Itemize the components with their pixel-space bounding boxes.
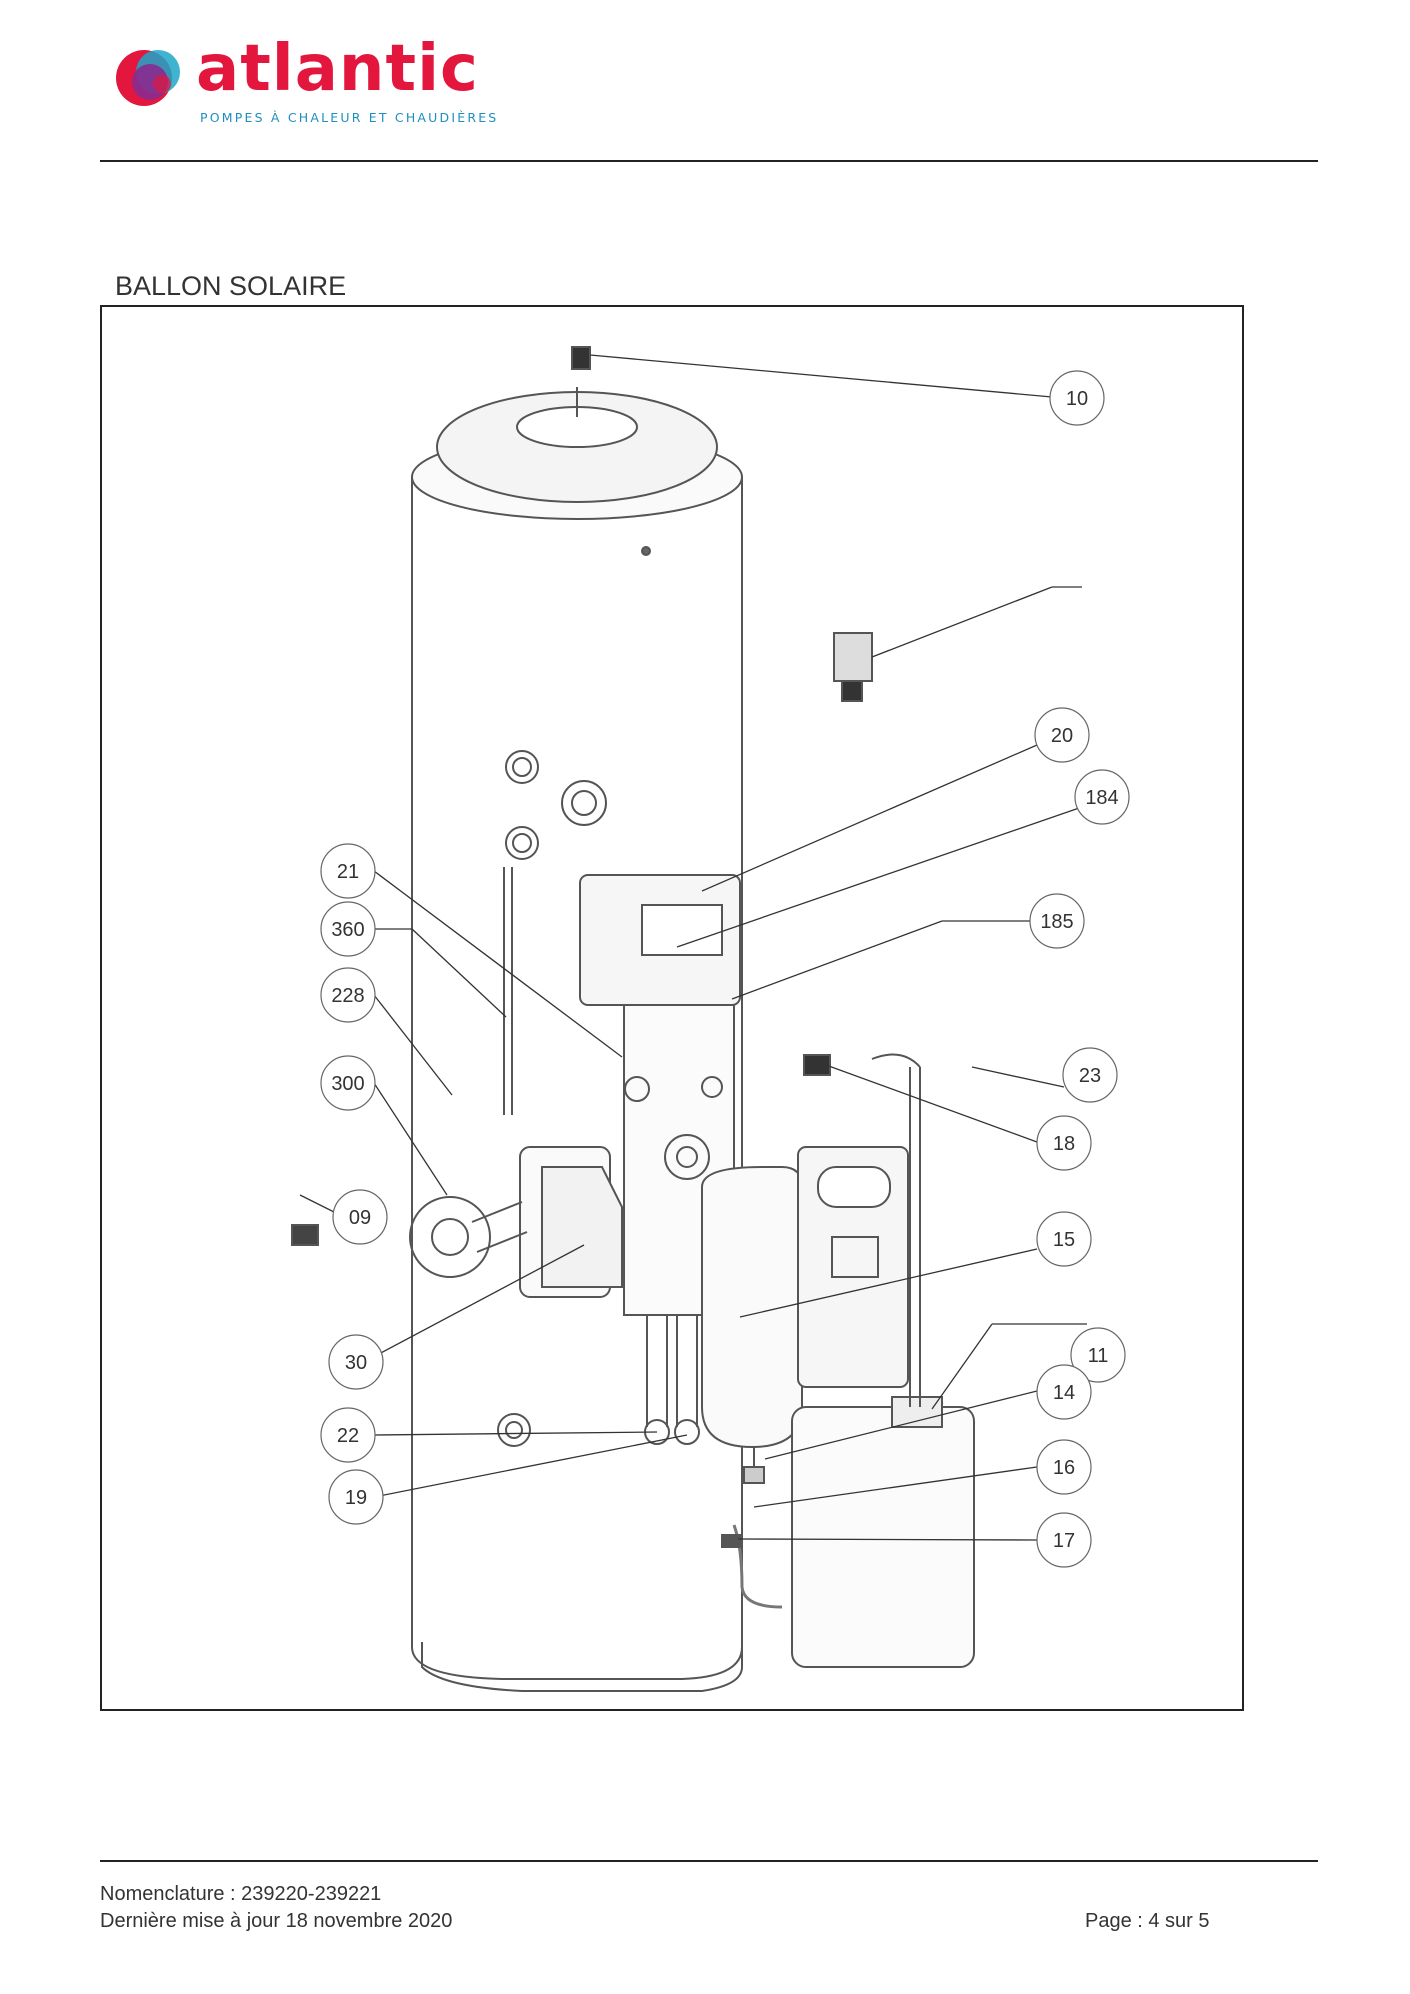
callout-14: 14	[1036, 1364, 1092, 1420]
section-title: BALLON SOLAIRE	[115, 271, 347, 301]
svg-text:228: 228	[331, 985, 364, 1007]
svg-text:11: 11	[1088, 1345, 1109, 1367]
svg-text:184: 184	[1085, 787, 1118, 809]
svg-text:30: 30	[345, 1352, 367, 1374]
callout-09: 09	[332, 1189, 388, 1245]
brand-tagline: POMPES À CHALEUR ET CHAUDIÈRES	[200, 110, 499, 125]
svg-text:16: 16	[1053, 1457, 1075, 1479]
logo-mark-icon	[116, 50, 180, 106]
svg-text:15: 15	[1053, 1229, 1075, 1251]
callout-300: 300	[320, 1055, 376, 1111]
footer-updated-date: Dernière mise à jour 18 novembre 2020	[100, 1910, 453, 1932]
svg-text:360: 360	[331, 919, 364, 941]
diagram-drawing: 10 20 184 185 21 360 228 300 09 23 18 15…	[291, 346, 1130, 1692]
svg-text:17: 17	[1053, 1530, 1075, 1552]
callout-11: 11	[1070, 1327, 1126, 1383]
atlantic-logo: atlantic POMPES À CHALEUR ET CHAUDIÈRES	[112, 32, 496, 128]
callout-20: 20	[1034, 707, 1090, 763]
svg-text:14: 14	[1053, 1382, 1075, 1404]
header-divider	[100, 160, 1318, 162]
brand-name: atlantic	[196, 32, 479, 106]
callout-360: 360	[320, 901, 376, 957]
callout-16: 16	[1036, 1439, 1092, 1495]
callout-10: 10	[1049, 370, 1105, 426]
callout-19: 19	[328, 1469, 384, 1525]
callout-184: 184	[1074, 769, 1130, 825]
svg-text:21: 21	[337, 861, 359, 883]
callout-18: 18	[1036, 1115, 1092, 1171]
svg-text:10: 10	[1066, 388, 1088, 410]
callout-17: 17	[1036, 1512, 1092, 1568]
callout-22: 22	[320, 1407, 376, 1463]
callout-23: 23	[1062, 1047, 1118, 1103]
exploded-diagram: 10 20 184 185 21 360 228 300 09 23 18 15…	[100, 305, 1244, 1711]
callout-185: 185	[1029, 893, 1085, 949]
svg-text:185: 185	[1040, 911, 1073, 933]
svg-text:19: 19	[345, 1487, 367, 1509]
callout-15: 15	[1036, 1211, 1092, 1267]
svg-text:22: 22	[337, 1425, 359, 1447]
footer-page-number: Page : 4 sur 5	[1085, 1910, 1210, 1932]
callout-21: 21	[320, 843, 376, 899]
svg-text:18: 18	[1053, 1133, 1075, 1155]
callout-228: 228	[320, 967, 376, 1023]
svg-text:300: 300	[331, 1073, 364, 1095]
svg-text:23: 23	[1079, 1065, 1101, 1087]
svg-text:20: 20	[1051, 725, 1073, 747]
footer-nomenclature: Nomenclature : 239220-239221	[100, 1883, 382, 1905]
footer-divider	[100, 1860, 1318, 1862]
svg-text:09: 09	[349, 1207, 371, 1229]
callout-30: 30	[328, 1334, 384, 1390]
